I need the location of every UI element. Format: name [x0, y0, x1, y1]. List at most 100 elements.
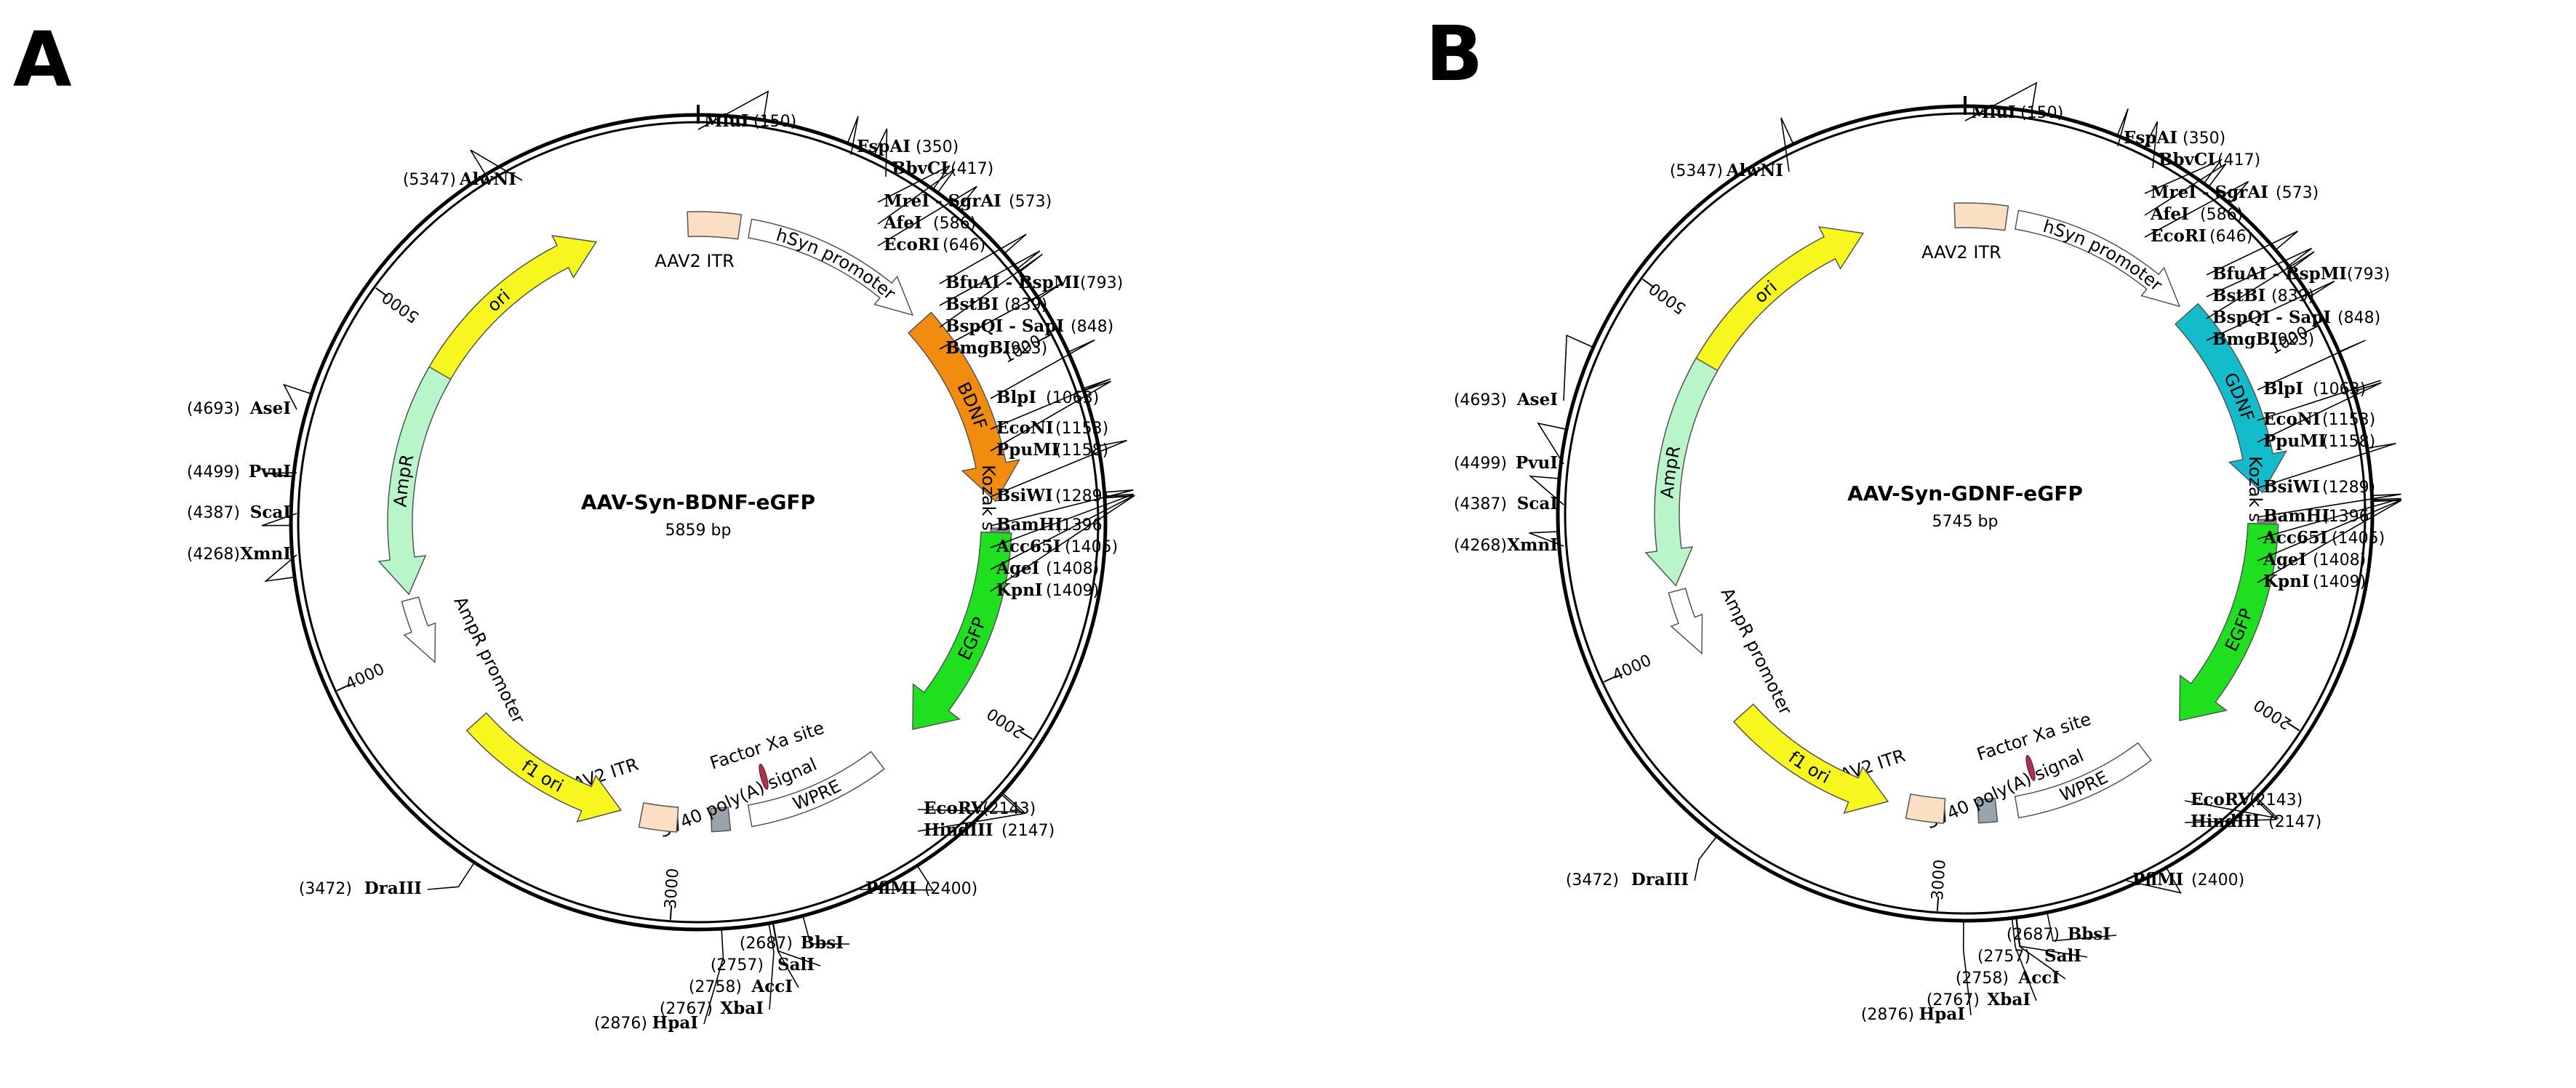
site-position: (2757) [711, 956, 764, 975]
restriction-site: ScaI(4387) [187, 503, 297, 527]
restriction-site: KpnI(1409) [990, 495, 1136, 600]
site-name: ScaI [250, 503, 291, 522]
site-name: BspQI - SapI [945, 316, 1064, 336]
plasmid-name: AAV-Syn-BDNF-eGFP [581, 490, 815, 514]
feature-wpre [747, 751, 885, 828]
site-name: BstBI [2212, 286, 2265, 305]
site-leader-line [772, 922, 799, 988]
restriction-site: AfeI(586) [2144, 163, 2243, 224]
scale-tick [1603, 675, 1617, 683]
restriction-site: XmnI(4268) [187, 544, 297, 583]
restriction-site: BmgBI(923) [939, 281, 1064, 358]
site-leader-line [1528, 475, 1564, 505]
restriction-site: PpuMI(1158) [990, 380, 1112, 460]
restriction-site: AseI(4693) [187, 383, 312, 418]
feature-aav2itr1 [687, 211, 743, 240]
restriction-site: PvuI(4499) [187, 462, 297, 481]
site-name: DraIII [1631, 870, 1689, 889]
site-name: SalI [777, 955, 815, 975]
factor-xa-site-marker [759, 764, 769, 790]
site-name: XmnI [240, 544, 291, 564]
restriction-site: FspAI(350) [847, 116, 959, 156]
site-name: PflMI [2132, 870, 2183, 889]
restriction-site: BmgBI(923) [2206, 280, 2335, 349]
site-leader-line [2206, 231, 2299, 276]
site-position: (2758) [1956, 969, 2009, 988]
site-leader-line [2126, 867, 2182, 894]
site-position: (573) [2276, 184, 2319, 202]
site-name: BsiWI [996, 486, 1053, 505]
restriction-site: HpaI(2876) [1861, 920, 1972, 1024]
site-leader-line [264, 472, 297, 477]
site-position: (4693) [187, 400, 240, 418]
scale-tick-label: 3000 [1929, 859, 1950, 901]
scale-tick [336, 684, 351, 692]
restriction-site: EcoRI(646) [877, 185, 985, 255]
site-leader-line [2184, 797, 2279, 820]
site-leader-line [2116, 108, 2129, 147]
site-leader-line [990, 378, 1111, 430]
site-name: XbaI [720, 999, 764, 1018]
site-name: PpuMI [996, 440, 1059, 460]
site-leader-line [768, 923, 775, 1010]
site-position: (573) [1009, 193, 1052, 211]
restriction-site: Acc65I(1405) [2257, 497, 2401, 548]
site-position: (1289) [2322, 479, 2375, 497]
site-name: BsiWI [2263, 477, 2320, 497]
site-name: AfeI [2150, 204, 2189, 224]
restriction-site: BlpI(1063) [990, 339, 1099, 407]
restriction-site: HindIII(2147) [917, 793, 1055, 840]
site-leader-line [697, 90, 769, 130]
site-position: (839) [1004, 296, 1047, 314]
site-leader-line [990, 339, 1095, 399]
site-leader-line [470, 149, 523, 181]
feature-aav2itr1 [1953, 202, 2009, 231]
site-name: MluI [704, 111, 749, 131]
site-leader-line [990, 493, 1135, 548]
restriction-site: MluI(150) [697, 90, 796, 131]
site-position: (2876) [1861, 1006, 1914, 1024]
site-position: (2147) [2268, 813, 2321, 831]
feature-amprprom [401, 596, 436, 664]
site-leader-line [1694, 836, 1718, 881]
site-position: (2400) [2191, 871, 2244, 889]
site-name: AgeI [2263, 550, 2306, 569]
site-leader-line [917, 793, 1025, 832]
scale-tick-label: 2000 [984, 704, 1028, 741]
restriction-site: BstBI(839) [2206, 247, 2314, 305]
feature-ori [1685, 225, 1865, 389]
site-leader-line [1537, 422, 1567, 465]
scale-tick-label: 4000 [343, 660, 387, 694]
feature-label-hsyn: hSyn promoter [774, 225, 900, 304]
site-name: EcoRI [884, 235, 940, 255]
panel-letter: A [13, 15, 72, 104]
site-leader-line [990, 495, 1136, 592]
restriction-site: DraIII(3472) [1566, 836, 1718, 889]
site-position: (793) [1080, 274, 1123, 292]
scale-tick [2303, 325, 2318, 334]
site-position: (2767) [1927, 991, 1980, 1009]
site-position: (586) [933, 215, 976, 233]
site-position: (1409) [2313, 573, 2366, 591]
site-leader-line [1563, 334, 1594, 401]
site-name: PvuI [249, 462, 291, 481]
restriction-site: MluI(150) [1964, 81, 2063, 122]
site-leader-line [939, 253, 1043, 328]
site-position: (1408) [2313, 551, 2366, 569]
restriction-site: HpaI(2876) [594, 929, 724, 1033]
site-leader-line [939, 281, 1064, 350]
restriction-site: BlpI(1063) [2257, 340, 2366, 399]
site-leader-line [2011, 918, 2037, 1001]
feature-ampr [1644, 357, 1719, 587]
site-position: (646) [943, 236, 985, 255]
site-leader-line [802, 915, 850, 945]
restriction-site: BsiWI(1289) [2257, 443, 2396, 497]
site-leader-line [990, 439, 1127, 497]
site-leader-line [2257, 340, 2367, 391]
site-position: (2400) [924, 880, 977, 898]
site-leader-line [847, 116, 859, 156]
feature-ori [418, 234, 598, 398]
site-leader-line [2143, 121, 2159, 169]
site-position: (4387) [1454, 495, 1507, 513]
site-leader-line [427, 862, 475, 890]
